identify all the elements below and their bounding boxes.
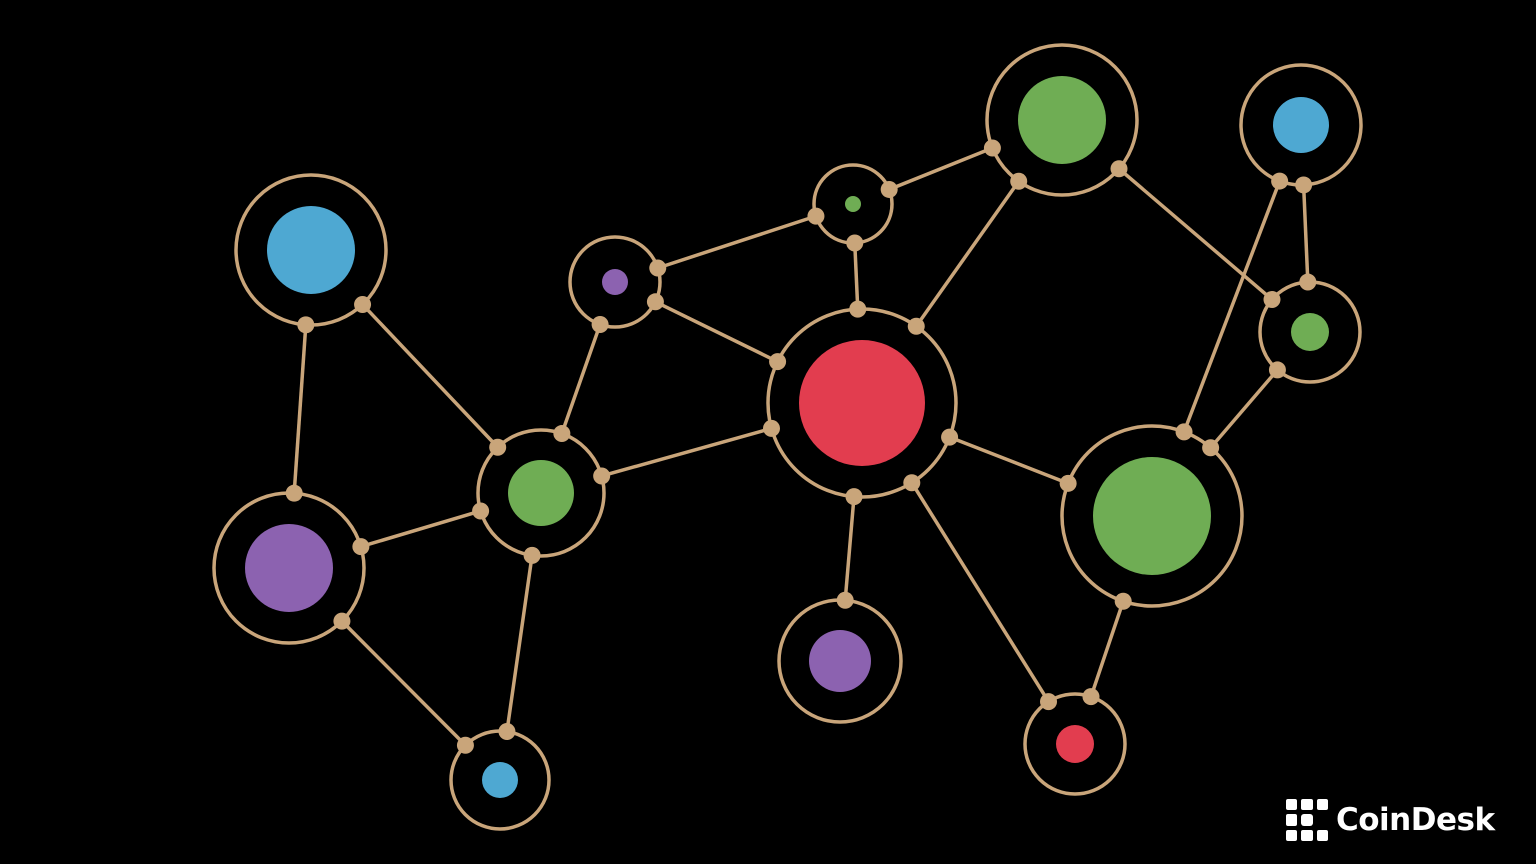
port-n-green-tiny [807, 207, 825, 225]
node-core-green [845, 196, 861, 212]
port-n-red-center [941, 428, 959, 446]
edge-n-red-center-n-purple-bottom [843, 496, 856, 601]
port-n-blue-bottom [456, 736, 474, 754]
node-n-blue-topright [1239, 63, 1363, 187]
port-n-green-bigright [1175, 423, 1193, 441]
port-n-red-center [769, 353, 787, 371]
port-n-green-top [1110, 160, 1128, 178]
port-n-green-bigright [1202, 439, 1220, 457]
node-n-red-center [766, 307, 958, 499]
port-n-blue-topright [1271, 172, 1289, 190]
coindesk-logo: CoinDesk [1286, 798, 1495, 842]
node-core-green [508, 460, 574, 526]
node-core-green [1093, 457, 1211, 575]
port-n-blue-topright [1295, 176, 1313, 194]
node-core-blue [267, 206, 355, 294]
port-n-purple-left [333, 612, 351, 630]
edge-n-green-top-n-green-smallright [1117, 167, 1274, 301]
edge-n-red-center-n-red-small [910, 481, 1050, 703]
port-n-red-center [845, 488, 863, 506]
edge-n-green-tiny-n-green-top [888, 146, 994, 192]
port-n-red-center [903, 474, 921, 492]
node-n-green-tiny [812, 163, 894, 245]
edge-n-purple-left-n-blue-bottom [340, 619, 467, 747]
port-n-green-left [523, 546, 541, 564]
port-n-green-bigright [1059, 474, 1077, 492]
port-n-green-bigright [1114, 592, 1132, 610]
port-n-blue-left [354, 295, 372, 313]
node-n-green-left [476, 428, 606, 558]
node-core-green [1018, 76, 1106, 164]
edge-n-purple-small-n-green-tiny [657, 214, 817, 270]
edge-n-blue-topright-n-green-smallright [1301, 184, 1310, 283]
node-n-purple-bottom [777, 598, 903, 724]
edge-n-blue-left-n-purple-left [292, 324, 308, 494]
node-core-blue [482, 762, 518, 798]
node-core-purple [245, 524, 333, 612]
edge-n-blue-topright-n-green-bigright [1182, 180, 1282, 433]
coindesk-logo-mark-icon [1286, 799, 1328, 841]
node-n-green-top [985, 43, 1139, 197]
port-n-blue-left [297, 316, 315, 334]
brand-name: CoinDesk [1336, 802, 1495, 838]
port-n-green-tiny [880, 180, 898, 198]
port-n-green-top [1010, 172, 1028, 190]
port-n-green-smallright [1263, 291, 1281, 309]
port-n-purple-small [591, 315, 609, 333]
nodes-layer [212, 43, 1363, 831]
port-n-green-left [472, 502, 490, 520]
port-n-green-top [983, 139, 1001, 157]
node-core-purple [809, 630, 871, 692]
edge-n-red-center-n-green-bigright [948, 435, 1069, 485]
node-n-blue-bottom [449, 729, 551, 831]
edge-n-green-top-n-red-center [914, 180, 1021, 328]
port-n-purple-bottom [836, 591, 854, 609]
node-core-green [1291, 313, 1329, 351]
edge-n-purple-small-n-red-center [654, 300, 779, 364]
node-core-purple [602, 269, 628, 295]
edge-n-green-smallright-n-green-bigright [1209, 368, 1279, 449]
edge-n-green-left-n-red-center [601, 426, 772, 478]
node-core-red [799, 340, 925, 466]
port-n-purple-small [649, 259, 667, 277]
port-n-red-small [1082, 688, 1100, 706]
node-core-blue [1273, 97, 1329, 153]
port-n-purple-small [646, 293, 664, 311]
port-n-red-small [1040, 693, 1058, 711]
port-n-green-left [553, 425, 571, 443]
port-n-green-smallright [1268, 361, 1286, 379]
node-n-purple-left [212, 491, 366, 645]
port-n-red-center [762, 419, 780, 437]
edge-n-green-tiny-n-red-center [853, 242, 860, 310]
port-n-green-smallright [1299, 273, 1317, 291]
node-n-red-small [1023, 692, 1127, 796]
node-n-green-bigright [1060, 424, 1244, 608]
port-n-purple-left [285, 484, 303, 502]
port-n-green-tiny [846, 234, 864, 252]
port-n-red-center [849, 300, 867, 318]
edge-n-green-left-n-purple-small [560, 323, 602, 435]
node-n-purple-small [568, 235, 662, 329]
edge-n-green-left-n-blue-bottom [505, 555, 534, 732]
edge-n-green-bigright-n-red-small [1089, 600, 1125, 698]
port-n-purple-left [352, 538, 370, 556]
port-n-green-left [593, 467, 611, 485]
node-n-green-smallright [1258, 280, 1362, 384]
edge-n-blue-left-n-green-left [361, 303, 499, 449]
port-n-green-left [489, 438, 507, 456]
port-n-blue-bottom [498, 722, 516, 740]
edge-n-purple-left-n-green-left [360, 509, 482, 549]
node-core-red [1056, 725, 1094, 763]
edges-layer [292, 146, 1310, 747]
port-n-red-center [907, 317, 925, 335]
